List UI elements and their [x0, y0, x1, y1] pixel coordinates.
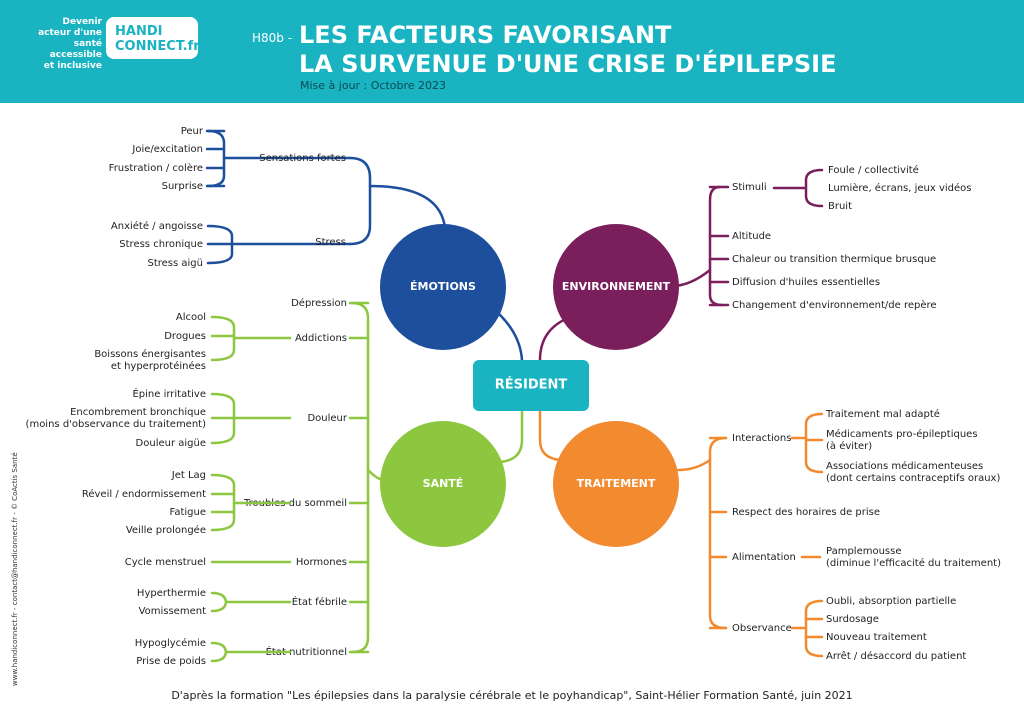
environnement-factor: Foule / collectivité — [828, 164, 919, 176]
logo-text-line1: HANDI — [115, 24, 163, 39]
sante-factor: Cycle menstruel — [125, 557, 206, 568]
environnement-hub-label: ENVIRONNEMENT — [562, 280, 671, 293]
traitement-factor: Associations médicamenteuses(dont certai… — [826, 460, 1000, 484]
sante-category: État nutritionnel — [266, 645, 347, 658]
credit-line: www.handiconnect.fr - contact@handiconne… — [11, 452, 19, 686]
traitement-center-link — [538, 408, 562, 462]
sante-brace — [210, 591, 228, 613]
sante-factor: Fatigue — [170, 507, 207, 518]
environnement-factor: Bruit — [828, 201, 852, 212]
sante-category: Troubles du sommeil — [243, 498, 347, 509]
environnement-spine — [708, 185, 724, 307]
document-code: H80b - — [252, 31, 293, 45]
emotions-factor: Stress aigü — [147, 258, 203, 269]
sante-factor: Hyperthermie — [137, 588, 206, 599]
sante-spine — [350, 301, 370, 654]
environnement-category: Changement d'environnement/de repère — [732, 299, 937, 311]
handiconnect-logo[interactable]: HANDI CONNECT.fr — [106, 17, 200, 59]
sante-factor: Réveil / endormissement — [82, 488, 206, 500]
sante-factor: Alcool — [176, 312, 206, 323]
sante-factor: Douleur aigüe — [136, 438, 206, 449]
traitement-factor: Pamplemousse(diminue l'efficacité du tra… — [826, 546, 1001, 569]
traitement-category: Alimentation — [732, 552, 796, 563]
sante-category: État fébrile — [292, 595, 347, 608]
sante-brace — [210, 315, 236, 362]
sante-brace — [210, 473, 236, 532]
traitement-spine — [708, 436, 728, 630]
environnement-category: Diffusion d'huiles essentielles — [732, 277, 880, 288]
tagline-line: acteur d'une — [38, 28, 102, 38]
emotions-hub-circle — [380, 224, 506, 350]
emotions-hub-label: ÉMOTIONS — [410, 280, 476, 293]
sante-category: Dépression — [291, 297, 347, 309]
traitement-factor: Arrêt / désaccord du patient — [826, 650, 966, 662]
page-title-line1: LES FACTEURS FAVORISANT — [299, 21, 672, 49]
emotions-factor: Surprise — [162, 181, 203, 192]
traitement-brace — [804, 412, 824, 474]
traitement-factor: Médicaments pro-épileptiques(à éviter) — [826, 428, 978, 452]
traitement-factor: Oubli, absorption partielle — [826, 596, 956, 607]
emotions-category: Sensations fortes — [259, 153, 346, 164]
sante-hub-circle — [380, 421, 506, 547]
traitement-hub-label: TRAITEMENT — [577, 477, 656, 490]
sante-factor: Encombrement bronchique(moins d'observan… — [26, 407, 207, 430]
traitement-category: Respect des horaires de prise — [732, 507, 880, 518]
traitement-factor: Traitement mal adapté — [825, 408, 940, 420]
traitement-category: Interactions — [732, 433, 791, 444]
environnement-brace-stimuli — [804, 168, 824, 208]
traitement-factor: Nouveau traitement — [826, 632, 927, 643]
resident-label: RÉSIDENT — [495, 377, 568, 393]
environnement-category: Stimuli — [732, 182, 767, 193]
emotions-factor: Anxiété / angoisse — [111, 220, 203, 232]
environnement-factor: Lumière, écrans, jeux vidéos — [828, 182, 972, 194]
tagline-line: et inclusive — [43, 61, 102, 71]
traitement-factor: Surdosage — [826, 614, 879, 625]
emotions-category: Stress — [315, 237, 346, 248]
environnement-category: Chaleur ou transition thermique brusque — [732, 254, 936, 265]
emotions-factor: Stress chronique — [119, 239, 203, 250]
emotions-brace-sensations — [206, 129, 226, 188]
emotions-factor: Frustration / colère — [109, 162, 203, 174]
header-banner: Devenir acteur d'une santé accessible et… — [0, 0, 1024, 103]
environnement-category: Altitude — [732, 231, 771, 242]
emotions-spine — [348, 156, 372, 246]
sante-category: Hormones — [296, 557, 347, 568]
resident-box — [473, 360, 589, 411]
traitement-hub-link — [676, 458, 712, 472]
environnement-center-link — [538, 316, 570, 362]
sante-center-link — [498, 408, 524, 464]
tagline: Devenir acteur d'une santé accessible et… — [24, 17, 102, 72]
logo-text-line2: CONNECT.fr — [115, 39, 200, 54]
traitement-brace — [804, 599, 824, 658]
sante-category: Addictions — [295, 333, 347, 344]
sante-factor: Drogues — [164, 331, 206, 342]
sante-brace — [210, 641, 228, 663]
emotions-hub-link — [368, 184, 447, 230]
tagline-line: Devenir — [62, 17, 102, 27]
page-title-line2: LA SURVENUE D'UNE CRISE D'ÉPILEPSIE — [299, 50, 837, 78]
sante-factor: Jet Lag — [171, 470, 206, 481]
traitement-category: Observance — [732, 623, 792, 634]
traitement-hub-circle — [553, 421, 679, 547]
sante-factor: Hypoglycémie — [135, 637, 206, 649]
sante-factor: Vomissement — [139, 606, 207, 617]
emotions-factor: Joie/excitation — [131, 144, 203, 155]
sante-factor: Épine irritative — [132, 387, 206, 400]
sante-category: Douleur — [307, 413, 347, 424]
update-date: Mise à jour : Octobre 2023 — [300, 79, 447, 92]
sante-factor: Veille prolongée — [126, 524, 206, 536]
source-footer: D'après la formation "Les épilepsies dan… — [171, 689, 853, 702]
sante-hub-label: SANTÉ — [423, 477, 464, 490]
sante-factor: Prise de poids — [136, 656, 206, 667]
environnement-hub-circle — [553, 224, 679, 350]
emotions-factor: Peur — [181, 126, 204, 137]
tagline-line: santé accessible — [49, 39, 102, 60]
